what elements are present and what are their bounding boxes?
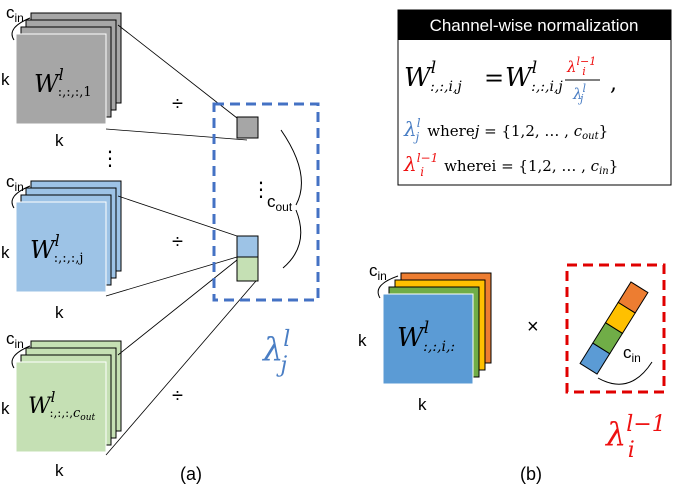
k-label-green-bottom: k xyxy=(55,461,64,480)
formula-box: Channel-wise normalization Wl:,:,i,j = W… xyxy=(397,9,672,186)
W-label-cout: Wl:,:,:,cout xyxy=(28,388,96,423)
lambda-blue-cell xyxy=(236,235,259,258)
cin-brace-vector xyxy=(597,361,653,385)
W-label-1: Wl:,:,:,1 xyxy=(34,65,92,100)
k-label-gray-bottom: k xyxy=(55,131,64,150)
panel-a-label: (a) xyxy=(180,464,202,484)
divide-sign-3: ÷ xyxy=(172,385,183,407)
k-label-blue-left: k xyxy=(1,243,10,262)
formula-box-header xyxy=(398,10,671,40)
divide-sign-2: ÷ xyxy=(172,231,183,253)
vdots-box: ⋮ xyxy=(251,179,271,201)
kernel-stack-gray xyxy=(15,12,122,125)
k-label-blue-bottom: k xyxy=(55,303,64,322)
lambda-j-dashed-box xyxy=(212,102,320,302)
W-label-b: Wl:,:,i,: xyxy=(397,318,455,355)
blue-layer-1 xyxy=(15,201,107,293)
lambda-i-dashed-box xyxy=(565,263,666,394)
gray-layer-1 xyxy=(15,33,107,125)
connector-gray-bottom xyxy=(105,128,248,141)
cout-label: cout xyxy=(267,192,293,214)
cin-brace-b xyxy=(377,275,399,299)
k-label-b-left: k xyxy=(358,331,367,350)
kernel-stack-green xyxy=(15,340,122,453)
kernel-stack-colored xyxy=(382,272,492,385)
formula-equals: = xyxy=(484,64,504,92)
kernel-stack-blue xyxy=(15,180,122,293)
connector-green-bottom xyxy=(105,280,257,456)
cin-label-1: cin xyxy=(6,3,24,25)
cin-brace-green xyxy=(11,345,31,369)
lambda-i-orange xyxy=(617,281,649,314)
cout-brace xyxy=(280,129,302,269)
k-label-gray-left: k xyxy=(1,70,10,89)
cin-label-2: cin xyxy=(6,172,24,194)
cin-label-b: cin xyxy=(369,261,387,283)
formula-lhs: Wl:,:,i,j xyxy=(404,58,462,95)
lambda-green-cell xyxy=(236,256,259,282)
formula-comma: , xyxy=(610,71,617,96)
k-label-b-bottom: k xyxy=(418,395,427,414)
divide-sign-1: ÷ xyxy=(172,93,183,115)
k-label-green-left: k xyxy=(1,399,10,418)
W-label-j: Wl:,:,:,j xyxy=(30,231,83,266)
cin-label-3: cin xyxy=(6,329,24,351)
blue-layer xyxy=(382,293,474,385)
connector-green-top xyxy=(117,259,238,356)
cin-label-vector: cin xyxy=(623,343,641,365)
connector-blue-top xyxy=(117,195,238,237)
green-layer-1 xyxy=(15,361,107,453)
lambda-gray-cell xyxy=(236,116,259,139)
lambda-i-vector xyxy=(579,281,649,375)
panel-b-label: (b) xyxy=(520,464,542,484)
formula-rhs: Wl:,:,i,j xyxy=(505,58,563,95)
formula-title: Channel-wise normalization xyxy=(430,16,639,35)
cin-brace-blue xyxy=(11,185,31,209)
times-sign: × xyxy=(527,316,539,338)
connector-blue-bottom xyxy=(105,256,238,297)
vdots-left: ⋮ xyxy=(100,148,120,170)
cin-brace-gray xyxy=(11,17,31,41)
